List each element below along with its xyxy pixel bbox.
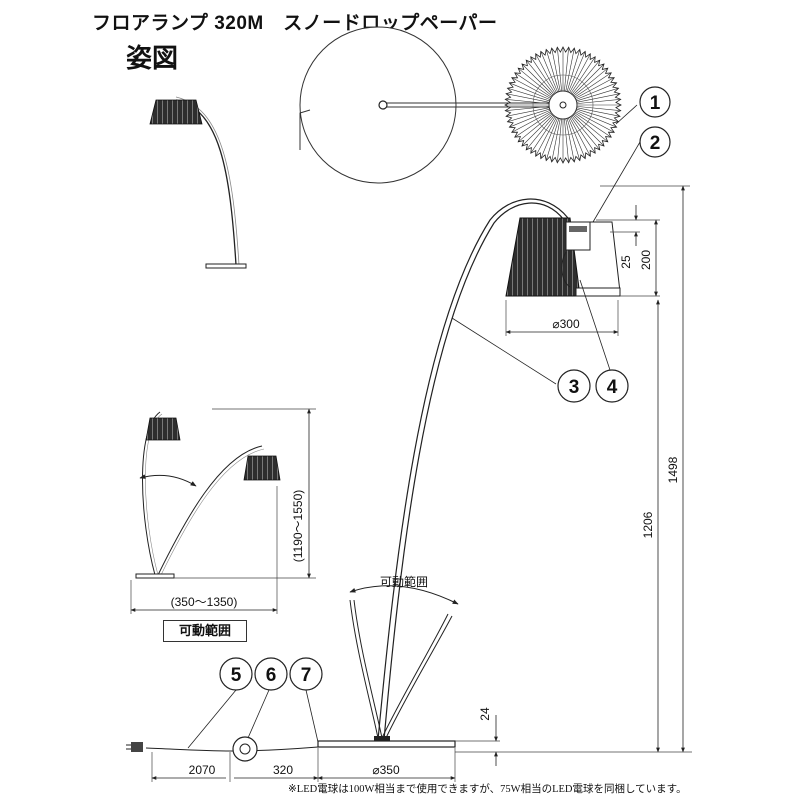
dim-cord-length: 2070 — [189, 763, 216, 777]
base-plan-circle — [299, 26, 457, 184]
callout-5: 5 — [219, 657, 253, 691]
svg-text:6: 6 — [266, 665, 277, 686]
dim-25: 25 — [619, 255, 633, 269]
callout-2: 2 — [639, 126, 671, 158]
base-elevation — [317, 740, 456, 748]
callout-leaders — [187, 104, 641, 749]
svg-text:5: 5 — [231, 665, 242, 686]
movable-range-box: 可動範囲 — [163, 620, 247, 642]
dim-base-height: 24 — [478, 707, 492, 721]
footnote: ※LED電球は100W相当まで使用できますが、75W相当のLED電球を同梱してい… — [288, 784, 687, 795]
cord-assembly — [126, 736, 319, 762]
arm-outer — [377, 198, 569, 741]
arm-ghost-left — [349, 599, 379, 739]
shade-range-upper — [145, 417, 181, 441]
movable-range-label: 可動範囲 — [380, 574, 428, 589]
svg-text:3: 3 — [569, 377, 580, 398]
plug-icon — [131, 742, 143, 752]
callout-6: 6 — [254, 657, 288, 691]
page-subtitle: 姿図 — [126, 43, 179, 73]
callout-4: 4 — [595, 369, 629, 403]
callout-3: 3 — [557, 369, 591, 403]
dim-200: 200 — [639, 250, 653, 270]
dim-shade-diameter: ⌀300 — [552, 317, 580, 331]
dim-arm-height: 1206 — [641, 511, 655, 538]
main-dimension-lines — [151, 185, 692, 782]
svg-text:1: 1 — [650, 93, 661, 114]
callout-7: 7 — [289, 657, 323, 691]
dim-switch-distance: 320 — [273, 763, 293, 777]
dim-total-height: 1498 — [666, 456, 680, 483]
svg-text:7: 7 — [301, 665, 312, 686]
svg-text:4: 4 — [607, 377, 618, 398]
shade-bracket — [588, 221, 621, 293]
range-diagram — [130, 408, 316, 614]
dim-base-diameter: ⌀350 — [372, 763, 400, 777]
perspective-view — [149, 96, 247, 269]
range-arc — [349, 585, 459, 605]
arm-inner — [383, 202, 565, 741]
svg-text:2: 2 — [650, 133, 661, 154]
main-elevation — [317, 198, 621, 748]
power-cord — [145, 746, 319, 752]
shade-small — [149, 99, 203, 125]
arm-ghost-right — [381, 613, 449, 739]
shade-plan-sunburst — [504, 46, 622, 164]
dim-range-width: (350〜1350) — [171, 595, 238, 609]
shade-range-lower — [243, 455, 281, 481]
plan-view — [299, 26, 622, 184]
callout-1: 1 — [639, 86, 671, 118]
dim-range-height: (1190〜1550) — [291, 490, 305, 563]
